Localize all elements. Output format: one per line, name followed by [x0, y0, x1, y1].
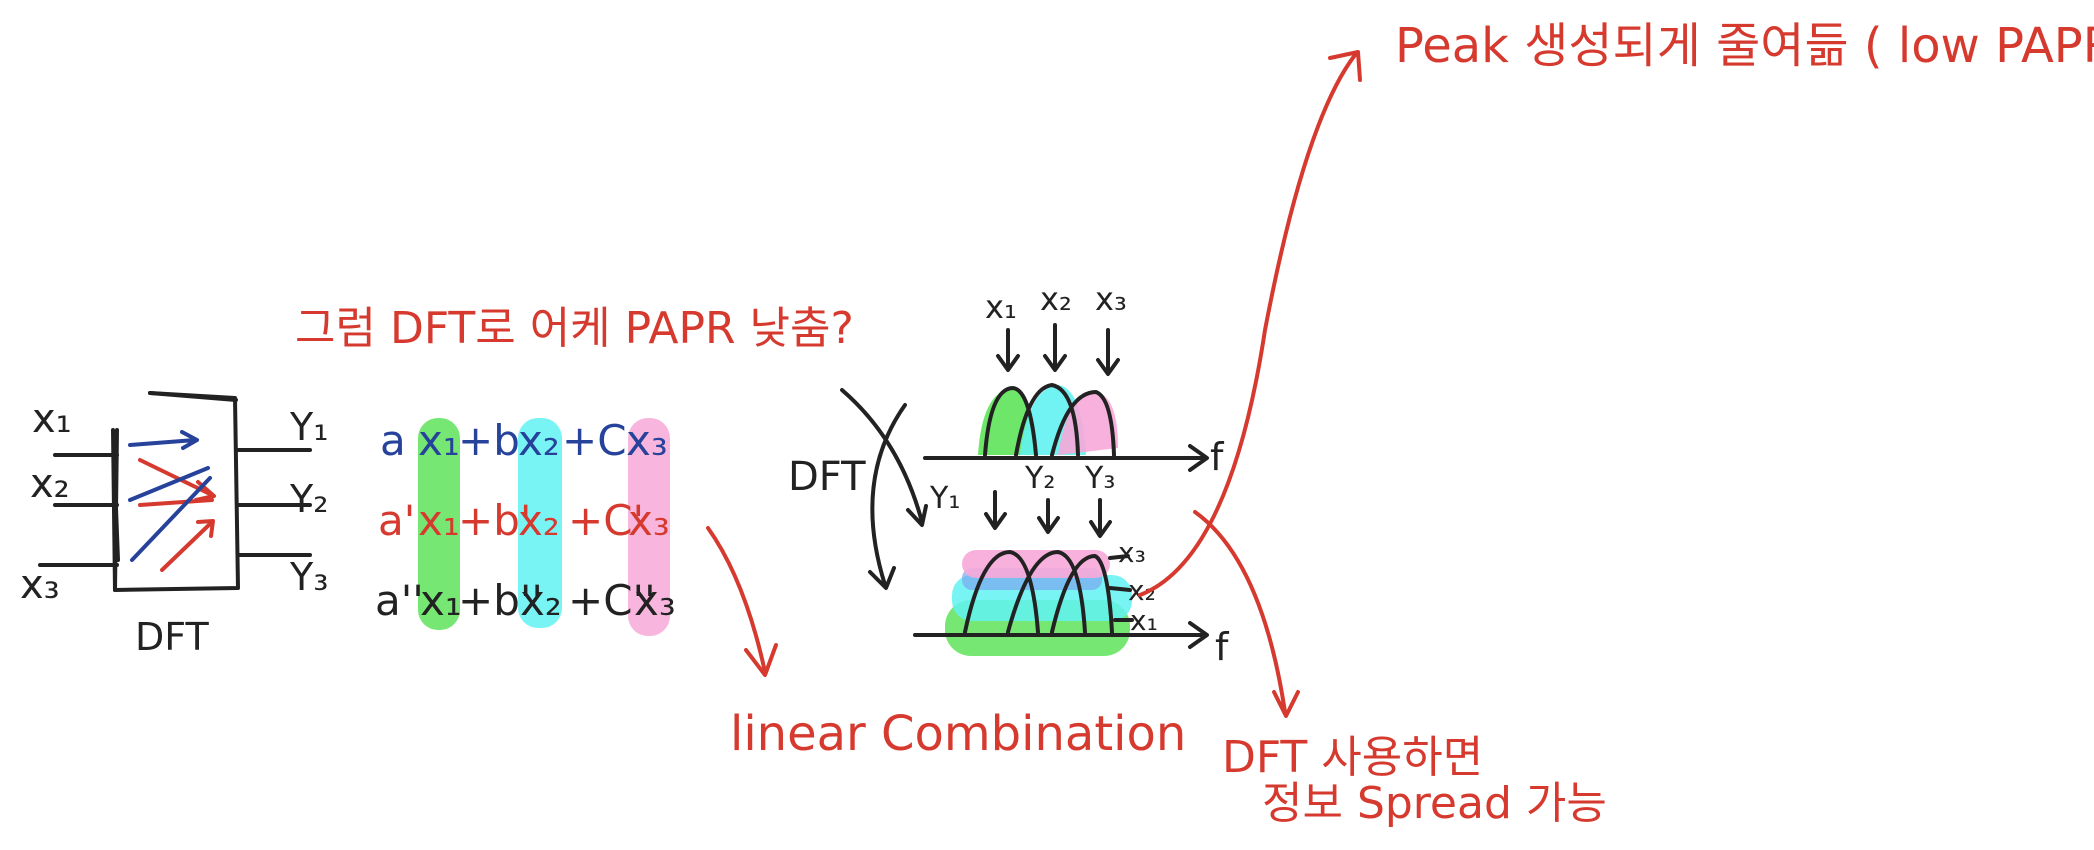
- dft-block-label: DFT: [135, 615, 209, 659]
- bottom-frequency-axis: [913, 621, 1209, 649]
- layer-label-x1: x₁: [1130, 604, 1158, 637]
- layer-label-x3: x₃: [1118, 536, 1146, 569]
- input-label-x3: x₃: [20, 562, 60, 608]
- eq2-x1: x₁: [418, 496, 460, 545]
- dft-cross-arrow-1: [840, 388, 928, 527]
- spread-note-line2: 정보 Spread 가능: [1262, 778, 1607, 829]
- eq3-plus-c: +C'': [568, 576, 656, 625]
- top-axis-label: f: [1210, 435, 1225, 479]
- linear-combination-label: linear Combination: [730, 706, 1186, 762]
- highlight-cyan-column: [518, 418, 562, 628]
- bottom-subcarrier-curves: [963, 550, 1114, 634]
- eq1-x1: x₁: [418, 416, 460, 465]
- highlight-pink-column: [628, 418, 670, 636]
- bottom-arrow-1: [984, 490, 1007, 530]
- red-arrow-3: [160, 519, 215, 572]
- dft-block: x₁ x₂ x₃ Y₁ Y₂ Y₃ DFT: [20, 391, 328, 659]
- dft-cross-arrow-2: [868, 403, 907, 590]
- output-label-y2: Y₂: [289, 477, 328, 521]
- top-label-x2: x₂: [1040, 280, 1072, 318]
- blue-arrow-1: [128, 430, 199, 450]
- eq2-plus-c: +C': [568, 496, 644, 545]
- bottom-axis-label: f: [1215, 625, 1230, 669]
- eq3-coef-a: a'': [375, 576, 424, 625]
- top-label-x3: x₃: [1095, 280, 1127, 318]
- spectrum-diagram: x₁ x₂ x₃ f DFT Y₁ Y₂ Y₃ f: [788, 280, 1230, 669]
- dft-box-top: [148, 391, 238, 402]
- input-label-x2: x₂: [30, 461, 70, 507]
- top-arrow-3: [1096, 328, 1120, 376]
- output-label-y1: Y₁: [289, 405, 328, 449]
- eq3-x3: x₃: [634, 576, 676, 625]
- top-arrow-1: [996, 328, 1020, 372]
- blue-arrow-2: [128, 466, 210, 502]
- input-label-x1: x₁: [32, 396, 72, 442]
- eq3-plus-b: +b'': [458, 576, 543, 625]
- spectrum-dft-label: DFT: [788, 454, 866, 500]
- eq2-plus-b: +b': [458, 496, 531, 545]
- output-label-y3: Y₃: [289, 555, 328, 599]
- blue-arrow-3: [130, 476, 212, 562]
- peak-note: Peak 생성되게 줄여듦 ( low PAPR): [1395, 18, 2094, 74]
- eq3-x2: x₂: [520, 576, 562, 625]
- eq1-plus-b: +b: [458, 416, 520, 465]
- eq3-x1: x₁: [420, 576, 462, 625]
- top-label-x1: x₁: [985, 288, 1017, 326]
- eq2-coef-a: a': [378, 496, 415, 545]
- eq2-x2: x₂: [518, 496, 560, 545]
- peak-arrow: [1138, 50, 1362, 597]
- spread-note-line1: DFT 사용하면: [1222, 732, 1483, 783]
- eq1-plus-c: +C: [562, 416, 627, 465]
- bottom-label-y2: Y₂: [1024, 461, 1055, 496]
- linear-combination-arrow: [706, 526, 778, 677]
- eq1-x3: x₃: [626, 416, 668, 465]
- highlight-green-column: [418, 418, 460, 630]
- top-subcarrier-green: [978, 388, 1036, 455]
- layer-line-x2: [1108, 586, 1132, 592]
- eq2-x3: x₃: [628, 496, 670, 545]
- red-arrow-2: [138, 498, 214, 507]
- top-frequency-axis: [923, 444, 1209, 472]
- question-text: 그럼 DFT로 어케 PAPR 낮춤?: [295, 303, 854, 354]
- top-subcarrier-curves: [983, 383, 1116, 457]
- eq1-x2: x₂: [518, 416, 560, 465]
- bottom-label-y3: Y₃: [1084, 461, 1115, 496]
- bottom-arrow-2: [1037, 498, 1060, 534]
- equation-block: a x₁ +b x₂ +C x₃ a' x₁ +b' x₂ +C' x₃ a''…: [375, 416, 676, 636]
- eq1-coef-a: a: [380, 416, 406, 465]
- top-arrow-2: [1043, 323, 1067, 372]
- bottom-arrow-3: [1089, 498, 1112, 538]
- spread-arrow: [1193, 510, 1300, 718]
- bottom-label-y1: Y₁: [929, 481, 960, 516]
- layer-line-x3: [1108, 554, 1130, 560]
